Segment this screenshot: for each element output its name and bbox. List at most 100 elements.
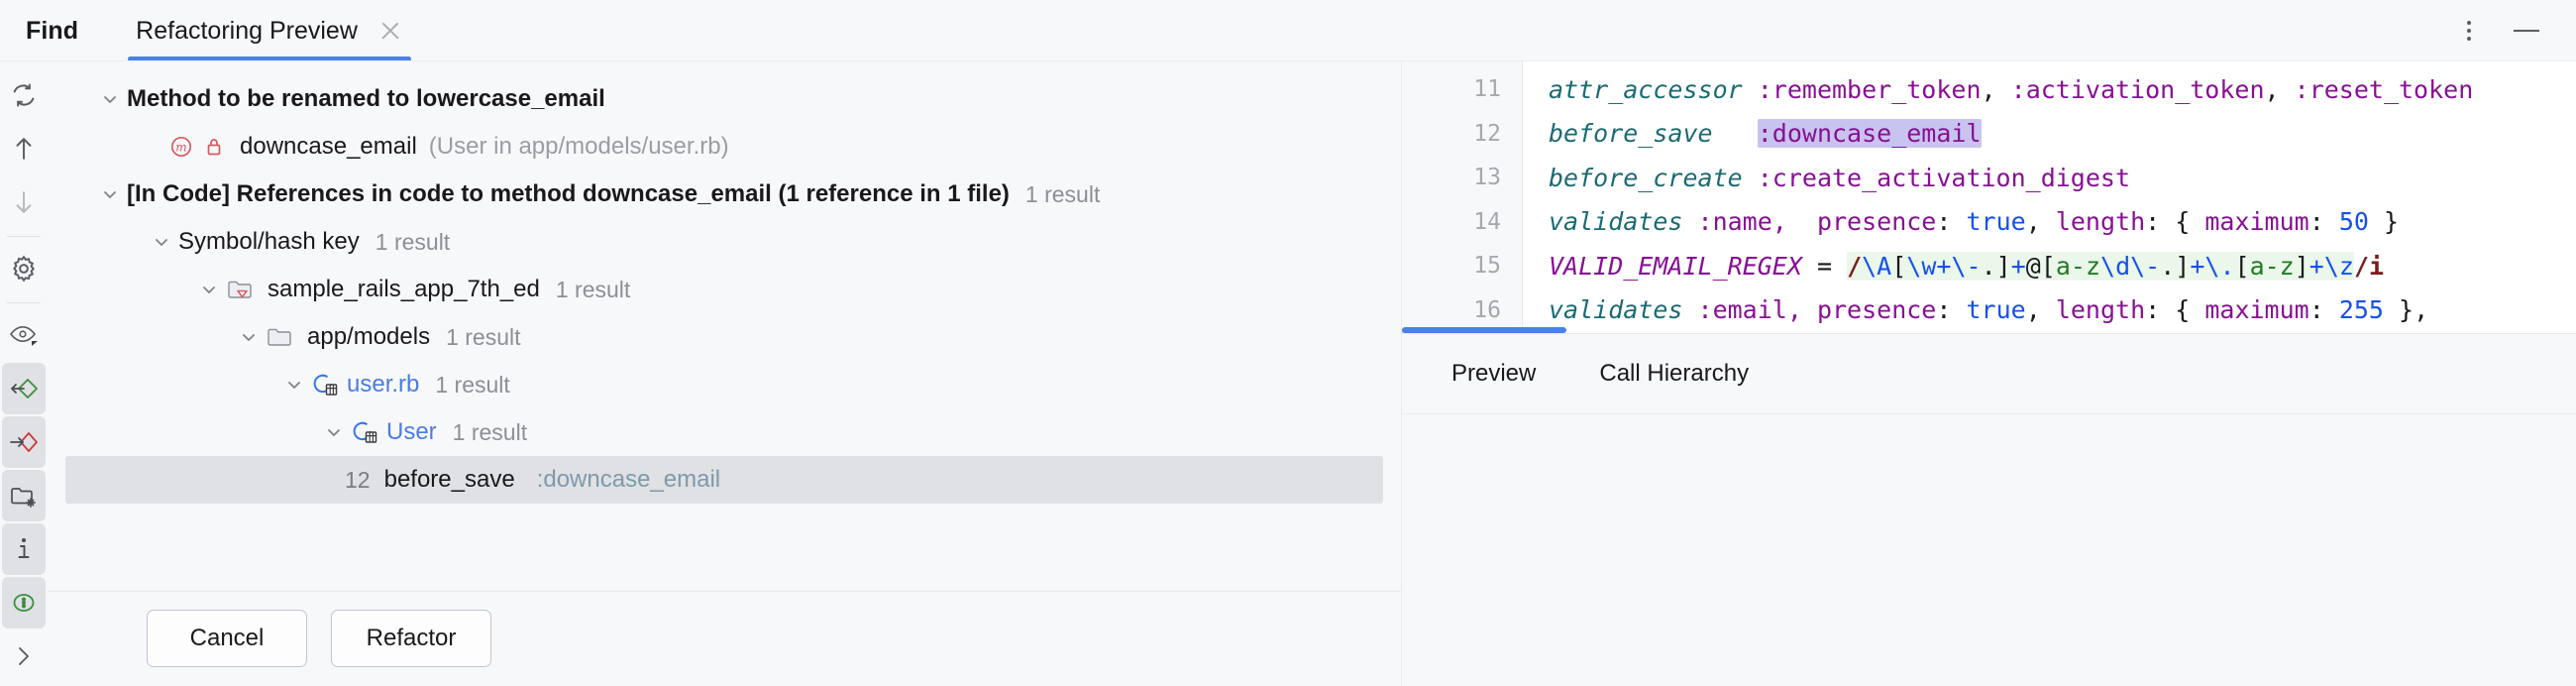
tool-window-action-rail [0,61,48,686]
rerun-icon[interactable] [2,69,46,121]
token-number: 255 [2338,295,2384,325]
ruby-class-file-icon [311,371,341,399]
code-line-15: VALID_EMAIL_REGEX = /\A[\w+\-.]+@[a-z\d\… [1549,251,2385,281]
editor-gutter: 11 12 13 14 15 16 17 18 19 20 21 [1402,61,1523,333]
token-method: before_create [1549,163,1743,192]
import-arrow-icon[interactable] [2,363,46,414]
minimize-icon[interactable] [2503,7,2550,55]
chevron-down-icon[interactable] [93,184,127,204]
line-number: 12 [1473,120,1501,147]
panel-splitter[interactable] [1401,61,1402,686]
match-code-text: before_save [383,466,515,493]
previous-occurrence-icon[interactable] [2,123,46,174]
find-tool-window-label: Find [26,16,79,45]
main-split: Method to be renamed to lowercase_email … [48,61,2576,686]
token-constant: VALID_EMAIL_REGEX [1549,251,1802,281]
tab-preview[interactable]: Preview [1451,360,1537,387]
tree-node-app-models-folder[interactable]: app/models 1 result [48,313,1401,361]
result-count: 1 result [446,323,521,350]
token-symbol: :activation_token [2010,74,2265,104]
expand-chevron-icon[interactable] [2,630,46,682]
next-occurrence-icon[interactable] [2,176,46,228]
chevron-down-icon[interactable] [232,327,266,347]
tree-node-match-row[interactable]: 12 before_save :downcase_email [65,456,1383,504]
line-number: 14 [1473,208,1501,235]
code-line-11: attr_accessor :remember_token, :activati… [1549,67,2576,112]
token-boolean: true [1966,295,2026,325]
chevron-down-icon[interactable] [93,89,127,109]
close-icon[interactable] [377,18,403,44]
match-line-number: 12 [345,466,371,493]
token-key: presence [1816,295,1937,325]
result-count: 1 result [435,371,510,398]
settings-gear-icon[interactable] [2,243,46,294]
tab-label: Refactoring Preview [136,16,358,45]
token-method: attr_accessor [1549,74,1743,104]
window-body: Method to be renamed to lowercase_email … [0,61,2576,686]
folder-icon [266,324,295,350]
token-key: presence [1816,207,1937,237]
tree-node-method-item[interactable]: m downcase_email (User in app/models/use… [48,123,1401,171]
token-key: length [2055,295,2146,325]
chevron-down-icon[interactable] [145,232,178,252]
tree-node-user-class[interactable]: User 1 result [48,408,1401,456]
token-operator: = [1816,251,1832,281]
tree-node-user-rb-file[interactable]: user.rb 1 result [48,361,1401,408]
results-tree: Method to be renamed to lowercase_email … [48,61,1401,591]
token-method: before_save [1549,119,1713,149]
lock-icon [204,135,224,159]
refactor-button[interactable]: Refactor [331,610,491,667]
chevron-down-icon[interactable] [317,422,351,442]
preview-eye-icon[interactable] [2,309,46,361]
editor-code-area[interactable]: attr_accessor :remember_token, :activati… [1523,61,2576,333]
filter-circle-icon[interactable] [2,577,46,629]
token-symbol: :name, [1697,207,1787,237]
info-icon[interactable] [2,523,46,575]
tree-node-method-root[interactable]: Method to be renamed to lowercase_email [48,75,1401,123]
tab-call-hierarchy[interactable]: Call Hierarchy [1599,360,1750,387]
token-regex: /\A[\w+\-.]+@[a-z\d\-.]+\.[a-z]+\z [1847,251,2354,281]
token-key: length [2055,207,2146,237]
code-editor[interactable]: 11 12 13 14 15 16 17 18 19 20 21 [1402,61,2576,333]
token-symbol: :reset_token [2294,74,2474,104]
refactoring-results-tree-panel: Method to be renamed to lowercase_email … [48,61,1401,686]
tree-node-label: [In Code] References in code to method d… [127,180,1010,207]
export-arrow-icon[interactable] [2,416,46,468]
tree-node-project-folder[interactable]: sample_rails_app_7th_ed 1 result [48,266,1401,313]
horizontal-scrollbar[interactable] [1402,327,1566,333]
chevron-down-icon[interactable] [277,375,311,395]
line-number: 16 [1473,296,1501,323]
group-by-directory-icon[interactable] [2,470,46,521]
tree-node-label: Symbol/hash key [178,228,360,255]
code-line-14: validates :name, presence: true, length:… [1549,207,2400,237]
preview-tab-bar: Preview Call Hierarchy [1402,333,2576,414]
chevron-down-icon[interactable] [192,280,226,299]
token-method: validates [1549,295,1683,325]
method-icon: m [168,134,194,160]
code-line-12: before_save :downcase_email [1549,112,2576,157]
result-count: 1 result [452,418,528,445]
highlighted-occurrence: :downcase_email [1757,119,1982,149]
folder-vcs-icon [226,277,256,302]
tree-node-label: Method to be renamed to lowercase_email [127,85,605,112]
token-number: 50 [2338,207,2369,237]
rail-divider-2 [7,302,41,303]
svg-text:m: m [175,141,186,155]
tree-node-label: app/models [307,323,431,350]
tree-node-symbol-hash-key[interactable]: Symbol/hash key 1 result [48,218,1401,266]
result-count: 1 result [375,228,451,255]
more-options-icon[interactable] [2445,7,2493,55]
rail-divider [7,236,41,237]
tab-refactoring-preview[interactable]: Refactoring Preview [106,0,433,61]
tab-bar-spacer [433,0,2445,61]
code-line-16: validates :email, presence: true, length… [1549,295,2429,325]
window-controls [2445,0,2576,61]
cancel-button[interactable]: Cancel [147,610,307,667]
tree-node-label: user.rb [347,371,420,398]
token-symbol: :email, [1697,295,1802,325]
token-comma: , [1981,74,1996,104]
token-boolean: true [1966,207,2026,237]
tree-node-incode-root[interactable]: [In Code] References in code to method d… [48,171,1401,218]
token-key: maximum [2204,207,2309,237]
